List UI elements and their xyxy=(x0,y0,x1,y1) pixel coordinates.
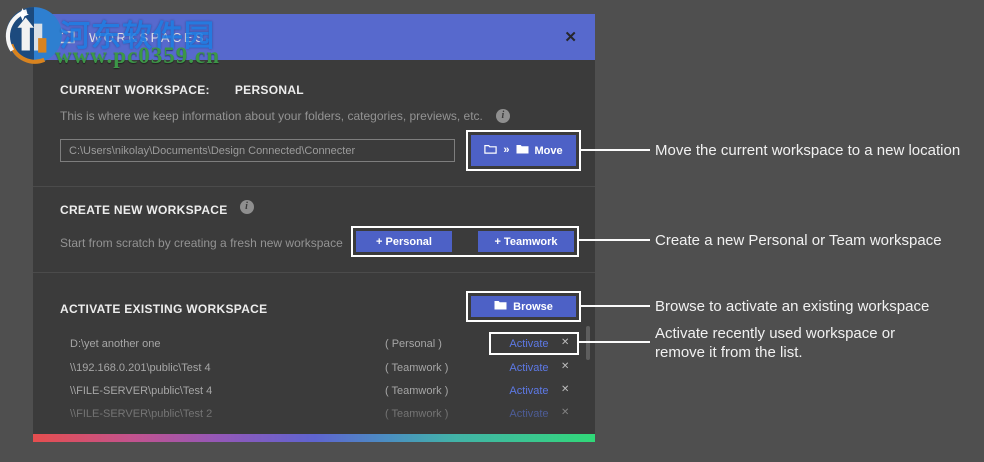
current-workspace-description-row: This is where we keep information about … xyxy=(60,109,510,123)
annotation-connector-line xyxy=(579,149,650,151)
annotation-connector-line xyxy=(579,239,650,241)
annotation-browse: Browse to activate an existing workspace xyxy=(655,298,930,315)
workspace-row: \\FILE-SERVER\public\Test 2 ( Teamwork )… xyxy=(33,404,595,426)
workspace-type: ( Teamwork ) xyxy=(385,408,449,420)
annotation-connector-line xyxy=(581,305,650,307)
create-workspace-label: CREATE NEW WORKSPACE xyxy=(60,203,228,217)
remove-icon[interactable]: ✕ xyxy=(561,384,570,395)
workspace-path-input[interactable] xyxy=(60,139,455,162)
info-icon[interactable]: i xyxy=(495,109,510,123)
remove-icon[interactable]: ✕ xyxy=(561,337,570,348)
workspace-type: ( Personal ) xyxy=(385,338,442,350)
move-button[interactable]: » Move xyxy=(471,135,576,166)
create-workspace-description: Start from scratch by creating a fresh n… xyxy=(60,236,343,250)
section-divider xyxy=(33,186,595,187)
info-icon[interactable]: i xyxy=(239,200,254,214)
activate-workspace-label: ACTIVATE EXISTING WORKSPACE xyxy=(60,302,268,316)
folder-filled-icon xyxy=(516,144,529,157)
brand-gradient-bar xyxy=(33,434,595,442)
annotation-create: Create a new Personal or Team workspace xyxy=(655,232,942,249)
annotation-move: Move the current workspace to a new loca… xyxy=(655,142,961,159)
workspace-type: ( Teamwork ) xyxy=(385,385,449,397)
activate-highlight-box xyxy=(489,332,579,355)
workspace-row: D:\yet another one ( Personal ) Activate… xyxy=(33,334,595,356)
current-workspace-description: This is where we keep information about … xyxy=(60,109,483,123)
workspace-path: \\FILE-SERVER\public\Test 2 xyxy=(70,408,213,420)
activate-link[interactable]: Activate xyxy=(509,408,549,420)
browse-highlight-box: Browse xyxy=(466,291,581,322)
new-personal-button[interactable]: + Personal xyxy=(356,231,452,252)
browse-button[interactable]: Browse xyxy=(471,296,576,317)
new-teamwork-button[interactable]: + Teamwork xyxy=(478,231,574,252)
create-workspace-header: CREATE NEW WORKSPACE i xyxy=(60,200,254,217)
close-icon[interactable]: ✕ xyxy=(564,28,577,46)
workspace-path: \\FILE-SERVER\public\Test 4 xyxy=(70,385,213,397)
workspace-type: ( Teamwork ) xyxy=(385,362,449,374)
activate-link[interactable]: Activate xyxy=(509,338,549,350)
annotation-activate-line2: remove it from the list. xyxy=(655,344,803,361)
annotation-activate-line1: Activate recently used workspace or xyxy=(655,325,896,342)
folder-filled-icon xyxy=(494,300,507,313)
current-workspace-label: CURRENT WORKSPACE: xyxy=(60,83,210,97)
dialog-titlebar: WORKSPACES ✕ xyxy=(33,14,595,60)
watermark-site-name: 河东软件园 xyxy=(60,20,215,53)
move-button-label: Move xyxy=(534,144,563,157)
watermark-site-url: www.pc0359.cn xyxy=(55,43,221,68)
folder-outline-icon xyxy=(484,144,498,157)
workspace-row: \\FILE-SERVER\public\Test 4 ( Teamwork )… xyxy=(33,381,595,403)
activate-link[interactable]: Activate xyxy=(509,362,549,374)
activate-link[interactable]: Activate xyxy=(509,385,549,397)
dialog-title: WORKSPACES xyxy=(89,29,207,45)
current-workspace-row: CURRENT WORKSPACE: PERSONAL xyxy=(60,83,304,97)
workspace-row: \\192.168.0.201\public\Test 4 ( Teamwork… xyxy=(33,358,595,380)
annotation-connector-line xyxy=(579,341,650,343)
workspaces-dialog: WORKSPACES ✕ CURRENT WORKSPACE: PERSONAL… xyxy=(33,14,595,442)
pc0359-logo-icon xyxy=(3,3,65,70)
current-workspace-value: PERSONAL xyxy=(234,83,304,97)
move-chevron-icon: » xyxy=(503,144,510,156)
move-highlight-box: » Move xyxy=(466,130,581,171)
create-buttons-highlight-box: + Personal + Teamwork xyxy=(351,226,579,257)
remove-icon[interactable]: ✕ xyxy=(561,361,570,372)
workspace-path: \\192.168.0.201\public\Test 4 xyxy=(70,362,211,374)
list-scrollbar[interactable] xyxy=(586,326,590,360)
workspace-path: D:\yet another one xyxy=(70,338,161,350)
annotation-activate: Activate recently used workspace or remo… xyxy=(655,324,895,362)
section-divider xyxy=(33,272,595,273)
browse-button-label: Browse xyxy=(513,300,553,313)
remove-icon[interactable]: ✕ xyxy=(561,407,570,418)
